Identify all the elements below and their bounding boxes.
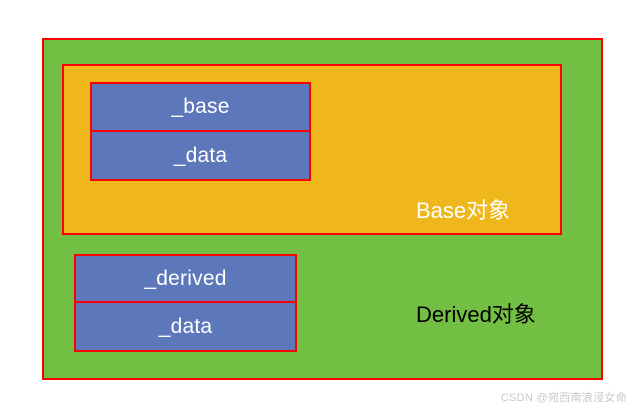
derived-object-box: _base _data Base对象 _derived _data Derive… — [42, 38, 603, 380]
derived-member-stack: _derived _data — [74, 254, 297, 352]
base-member-stack: _base _data — [90, 82, 311, 181]
derived-object-caption: Derived对象 — [416, 302, 536, 327]
member-slot-derived-data: _data — [76, 303, 295, 350]
member-slot-derived: _derived — [76, 256, 295, 303]
member-slot-base-data: _data — [92, 131, 309, 179]
base-object-caption: Base对象 — [416, 198, 511, 223]
csdn-watermark: CSDN @宛西南浪浸女命 — [500, 392, 627, 404]
base-object-box: _base _data Base对象 — [62, 64, 562, 235]
member-slot-base: _base — [92, 84, 309, 132]
